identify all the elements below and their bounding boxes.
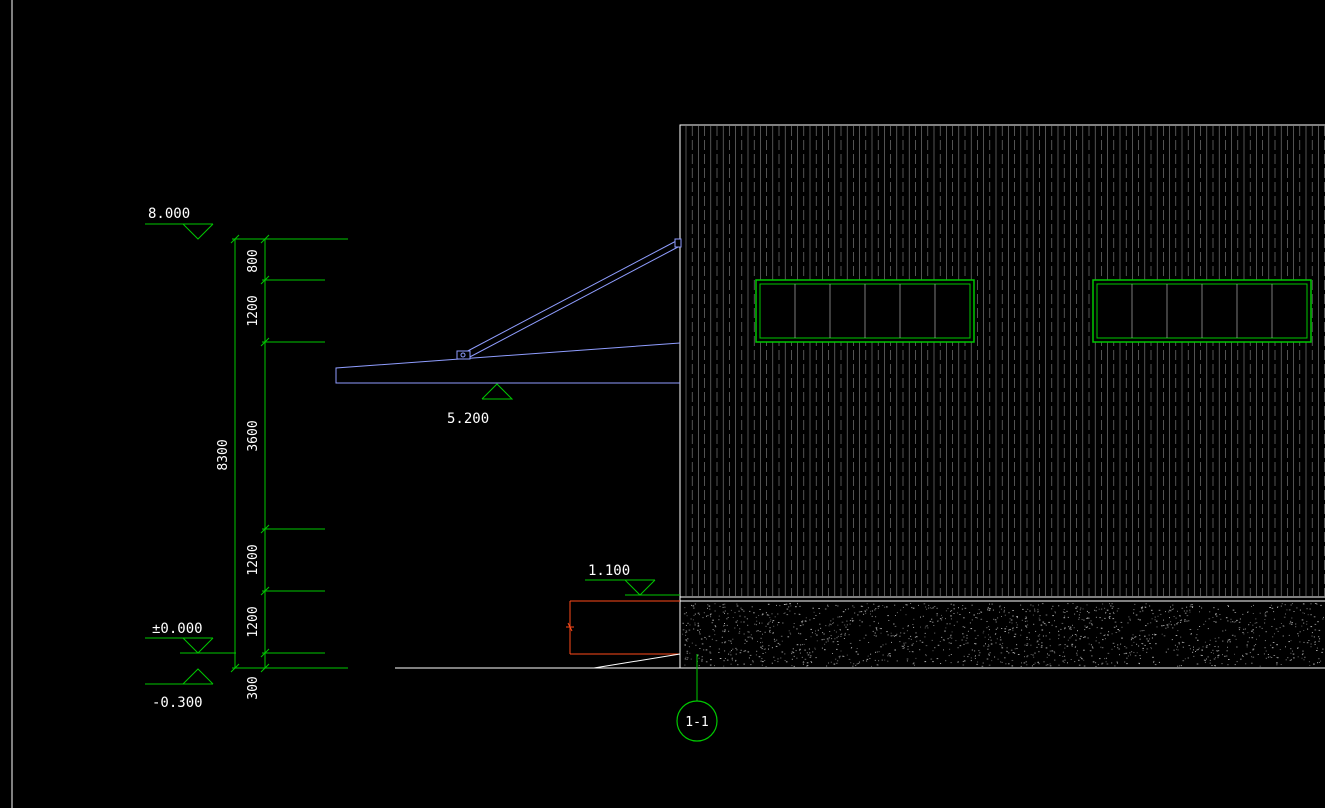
corrugated-panel-lines <box>685 126 1325 596</box>
level-label-canopy: 5.200 <box>447 411 489 427</box>
level-label-ground: ±0.000 <box>152 621 203 637</box>
level-marker-canopy: 5.200 <box>447 383 514 427</box>
section-marker[interactable]: 1-1 <box>676 654 718 742</box>
level-marker-ground: ±0.000 <box>145 621 236 654</box>
level-label-top: 8.000 <box>148 206 190 222</box>
building-facade <box>679 124 1325 598</box>
foundation-base <box>679 596 1325 668</box>
level-label-grade: -0.300 <box>152 695 203 711</box>
canopy-structure <box>335 238 682 384</box>
dimension-chain: 800 1200 3600 1200 1200 300 8300 <box>216 234 348 700</box>
dim-base-300: 300 <box>246 676 261 699</box>
window-left <box>755 279 975 343</box>
level-label-platform: 1.100 <box>588 563 630 579</box>
dim-total-8300: 8300 <box>216 439 231 470</box>
dim-segment-1200-middle: 1200 <box>246 544 261 575</box>
gravel-hatch <box>682 603 1324 667</box>
dim-segment-800: 800 <box>246 249 261 272</box>
level-marker-platform: 1.100 <box>585 563 680 596</box>
dim-segment-1200-upper: 1200 <box>246 295 261 326</box>
level-marker-top: 8.000 <box>145 206 214 240</box>
window-right <box>1092 279 1312 343</box>
section-marker-label: 1-1 <box>685 715 708 730</box>
dim-segment-3600: 3600 <box>246 420 261 451</box>
dim-segment-1200-lower: 1200 <box>246 606 261 637</box>
loading-ramp <box>566 600 681 669</box>
level-marker-grade: -0.300 <box>145 668 214 711</box>
